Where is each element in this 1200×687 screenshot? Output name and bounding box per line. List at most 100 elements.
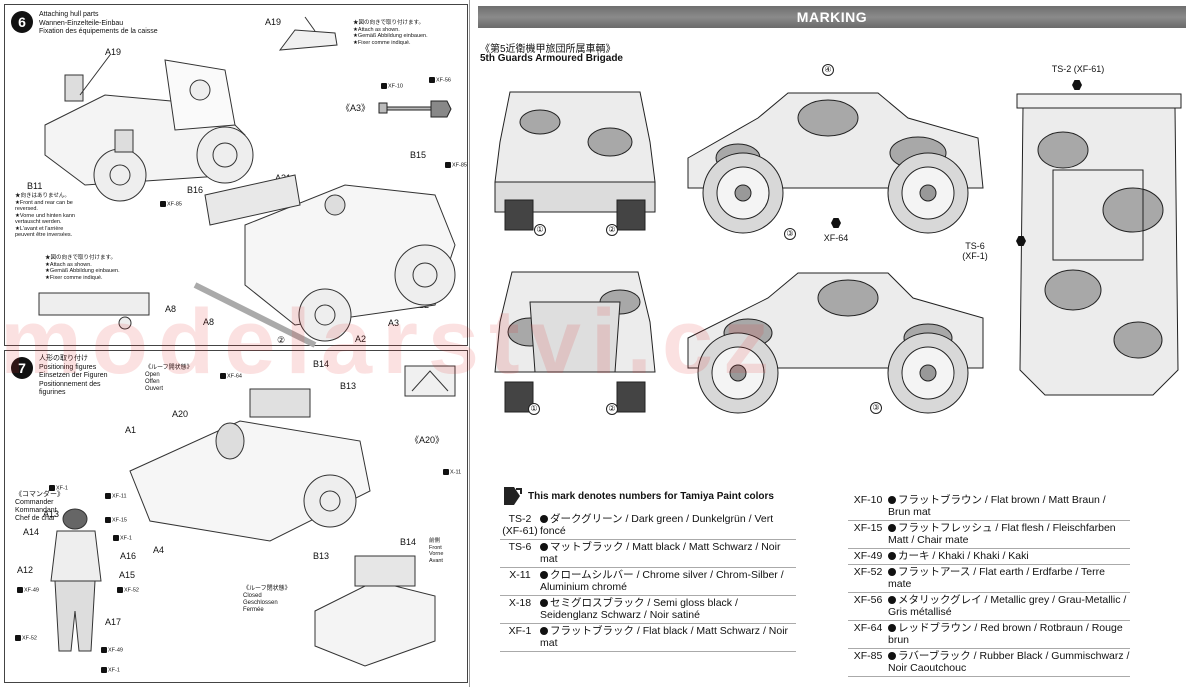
part-label: A20 <box>172 409 189 419</box>
roof-open-label: 《ルーフ開状態》 Open Offen Ouvert <box>145 365 193 392</box>
inset-drawing <box>400 361 460 401</box>
callout-number: ② <box>606 403 618 415</box>
paint-code: X-18 <box>508 597 532 609</box>
paint-ref: XF-10 <box>381 83 403 89</box>
paint-row: X-11 クロームシルバー / Chrome silver / Chrom-Sil… <box>500 568 796 596</box>
a8-drawing <box>35 285 155 330</box>
part-label: A13 <box>43 509 60 519</box>
paint-ref: XF-15 <box>105 517 127 523</box>
front-label: 前側 Front Vorne Avant <box>429 538 444 564</box>
paint-code: TS-6 <box>508 541 532 553</box>
paint-ref: XF-85 <box>160 201 182 207</box>
callout-number: ① <box>534 224 546 236</box>
paint-row: XF-64 レッドブラウン / Red brown / Rotbraun / Ro… <box>848 621 1130 649</box>
paint-code: XF-49 <box>853 550 883 562</box>
paint-hex-icon <box>1072 80 1082 90</box>
unit-name-en: 5th Guards Armoured Brigade <box>480 53 623 64</box>
paint-code: XF-10 <box>853 494 883 506</box>
step-7-panel: 7 人形の取り付け Positioning figures Einsetzen … <box>4 350 468 683</box>
inset-label: 《A3》 <box>341 103 371 113</box>
paint-ref: XF-52 <box>15 635 37 641</box>
part-label: A16 <box>120 551 137 561</box>
part-label: A17 <box>105 617 122 627</box>
part-label: A4 <box>153 545 165 555</box>
part-label: A14 <box>23 527 40 537</box>
paint-ref: XF-49 <box>101 647 123 653</box>
paint-hex-icon <box>1016 236 1026 246</box>
paint-code: XF-56 <box>853 594 883 606</box>
closed-roof-drawing <box>305 551 445 671</box>
paint-code: XF-64 <box>853 622 883 634</box>
paint-desc: カーキ / Khaki / Khaki / Kaki <box>888 550 1130 562</box>
part-label: A8 <box>165 304 177 314</box>
legend-text: This mark denotes numbers for Tamiya Pai… <box>528 490 774 502</box>
detail-drawing <box>275 15 345 55</box>
part-label: B15 <box>410 150 427 160</box>
marking-header: MARKING <box>478 6 1186 28</box>
paint-row: XF-1 フラットブラック / Flat black / Matt Schwarz… <box>500 624 796 652</box>
paint-code: XF-1 <box>508 625 532 637</box>
part-label: B13 <box>313 551 330 561</box>
part-label: A8 <box>203 317 215 327</box>
paint-desc: クロームシルバー / Chrome silver / Chrom-Silber … <box>540 569 784 593</box>
step-title: Attaching hull parts Wannen-Einzelteile-… <box>39 11 158 35</box>
callout-number: ④ <box>822 64 834 76</box>
unit-name-jp: 《第5近衛機甲旅団所属車輌》 <box>480 44 616 55</box>
paint-desc: フラットブラック / Flat black / Matt Schwarz / N… <box>540 625 789 649</box>
paint-desc: メタリックグレイ / Metallic grey / Grau-Metallic… <box>888 594 1127 618</box>
vehicle-top-view <box>1013 90 1185 402</box>
paint-desc: マットブラック / Matt black / Matt Schwarz / No… <box>540 541 781 565</box>
assembly-note: ★図の向きで取り付けます。 ★Attach as shown. ★Gemäß A… <box>45 255 120 281</box>
callout-number: ③ <box>870 402 882 414</box>
marking-page: MARKING 《第5近衛機甲旅団所属車輌》 5th Guards Armour… <box>478 0 1200 687</box>
paint-ref: XF-56 <box>429 77 451 83</box>
step-title: 人形の取り付け Positioning figures Einsetzen de… <box>39 355 108 396</box>
paint-code: XF-52 <box>853 566 883 578</box>
callout-number: ③ <box>784 228 796 240</box>
paint-code: X-11 <box>509 569 531 581</box>
paint-desc: ラバーブラック / Rubber Black / Gummischwarz / … <box>888 650 1130 674</box>
paint-ref: XF-1 <box>101 667 120 673</box>
shovel-drawing <box>375 97 455 121</box>
paint-ref: X-11 <box>443 469 461 475</box>
part-label: 《A20》 <box>410 435 445 445</box>
vehicle-side-view-2 <box>678 258 993 418</box>
paint-row: XF-85 ラバーブラック / Rubber Black / Gummischwa… <box>848 649 1130 677</box>
step-6-panel: 6 Attaching hull parts Wannen-Einzelteil… <box>4 4 468 346</box>
paint-desc: レッドブラウン / Red brown / Rotbraun / Rouge b… <box>888 622 1123 646</box>
paint-label: XF-64 <box>823 233 849 243</box>
paint-desc: フラットフレッシュ / Flat flesh / Fleischfarben M… <box>888 522 1116 546</box>
marking-title: MARKING <box>796 9 868 25</box>
paint-label: TS-6 (XF-1) <box>962 241 988 261</box>
paint-code: XF-85 <box>853 650 883 662</box>
part-label: A2 <box>355 334 367 344</box>
paint-hex-icon <box>831 218 841 228</box>
paint-ref: XF-52 <box>117 587 139 593</box>
paint-row: TS-6 マットブラック / Matt black / Matt Schwarz … <box>500 540 796 568</box>
vehicle-figure-drawing <box>120 381 380 551</box>
hull-drawing-lower <box>185 155 465 345</box>
vehicle-side-view <box>678 78 993 238</box>
legend: This mark denotes numbers for Tamiya Pai… <box>500 485 774 507</box>
instruction-page: 6 Attaching hull parts Wannen-Einzelteil… <box>0 0 470 687</box>
callout-number: ① <box>528 403 540 415</box>
paint-code: XF-15 <box>853 522 883 534</box>
paint-row: TS-2 (XF-61)ダークグリーン / Dark green / Dunke… <box>500 512 796 540</box>
part-label: A3 <box>388 318 400 328</box>
paint-code: TS-2 (XF-61) <box>502 513 538 537</box>
part-label: B11 <box>27 181 43 191</box>
part-label: B13 <box>340 381 357 391</box>
paint-row: XF-56 メタリックグレイ / Metallic grey / Grau-Met… <box>848 593 1130 621</box>
paint-ref: XF-85 <box>445 162 467 168</box>
paint-ref: XF-1 <box>49 485 68 491</box>
step-number: 7 <box>11 357 33 379</box>
paint-mark-icon <box>504 487 522 505</box>
vehicle-rear-view <box>490 262 660 417</box>
part-label: A19 <box>105 47 122 57</box>
step-number: 6 <box>11 11 33 33</box>
vehicle-front-view <box>490 82 660 232</box>
paint-row: XF-49 カーキ / Khaki / Khaki / Kaki <box>848 549 1130 565</box>
